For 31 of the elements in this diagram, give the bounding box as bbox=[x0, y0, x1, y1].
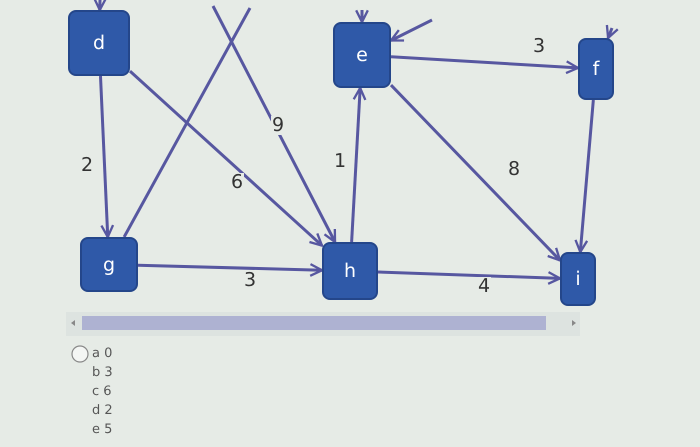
arrow bbox=[355, 9, 369, 24]
arrow bbox=[99, 76, 114, 238]
answer-option: e 5 bbox=[92, 423, 112, 436]
node-box bbox=[322, 242, 378, 300]
arrow bbox=[574, 100, 595, 254]
arrow bbox=[138, 262, 324, 277]
edge-label: 9 bbox=[271, 116, 286, 135]
node-label: i bbox=[575, 268, 581, 290]
arrow bbox=[606, 24, 619, 40]
node-box bbox=[80, 237, 138, 292]
arrow bbox=[212, 5, 336, 244]
node-box bbox=[333, 22, 391, 88]
answer-option: a 0 bbox=[92, 347, 112, 360]
arrow bbox=[129, 70, 324, 247]
node-box bbox=[68, 10, 130, 76]
answer-option: b 3 bbox=[92, 366, 113, 379]
node-box bbox=[578, 38, 614, 100]
arrow bbox=[93, 0, 108, 12]
answer-option: d 2 bbox=[92, 404, 113, 417]
node-label: d bbox=[92, 32, 106, 54]
arrow bbox=[390, 18, 433, 42]
answer-option: c 6 bbox=[92, 385, 112, 398]
arrow bbox=[350, 86, 366, 242]
arrow bbox=[390, 84, 562, 262]
node-label: f bbox=[592, 58, 600, 80]
node-label: g bbox=[102, 254, 116, 276]
node-box bbox=[560, 252, 596, 306]
node-label: e bbox=[356, 44, 368, 66]
arrow bbox=[378, 270, 562, 285]
node-label: h bbox=[344, 260, 356, 282]
arrow bbox=[390, 55, 580, 74]
